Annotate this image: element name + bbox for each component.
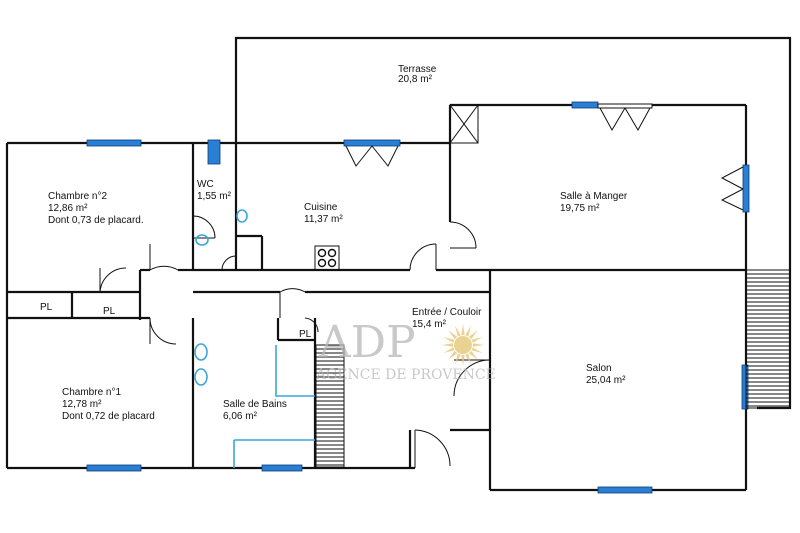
salle-manger-name: Salle à Manger [560, 191, 628, 202]
sun-ray [461, 324, 465, 336]
pl1-label: PL [40, 302, 53, 313]
sun-ray [468, 350, 478, 360]
pl2-label: PL [103, 306, 116, 317]
salon-area: 25,04 m² [586, 375, 626, 386]
cuisine-name: Cuisine [304, 202, 338, 213]
sun-ray [468, 330, 478, 340]
sun-ray [443, 347, 455, 353]
sun-ray [465, 353, 471, 365]
watermark-logo: ADP AGENCE DE PROVENCE [315, 317, 496, 383]
sun-icon [442, 324, 484, 366]
sun-ray [471, 347, 483, 353]
wc-name: WC [197, 179, 214, 190]
interior-walls [7, 143, 746, 468]
sun-ray [455, 353, 461, 365]
bathroom-fixtures [194, 209, 315, 468]
sun-ray [455, 325, 461, 337]
terrace-stairs-icon [745, 269, 791, 409]
cuisine-area: 11,37 m² [304, 214, 343, 225]
stove-icon [314, 245, 340, 271]
sun-core [454, 336, 472, 354]
sun-ray [448, 350, 458, 360]
exterior-walls [5, 103, 748, 492]
watermark-logo-text: ADP [318, 317, 416, 368]
pl3-label: PL [299, 329, 312, 340]
watermark-subtitle: AGENCE DE PROVENCE [315, 367, 496, 383]
salle-manger-area: 19,75 m² [560, 203, 600, 214]
salon-name: Salon [586, 363, 612, 374]
sun-ray [442, 343, 454, 347]
wc-area: 1,55 m² [197, 191, 232, 202]
sun-ray [443, 337, 455, 343]
room-labels: Terrasse 20,8 m² Chambre n°2 12,86 m² Do… [40, 64, 628, 422]
sun-ray [448, 330, 458, 340]
salle-bains-area: 6,06 m² [223, 411, 258, 422]
doors [99, 215, 491, 468]
windows [86, 139, 749, 494]
entree-area: 15,4 m² [412, 319, 447, 330]
chambre1-name: Chambre n°1 [62, 387, 121, 398]
chambre2-area: 12,86 m² [48, 203, 88, 214]
sun-ray [472, 343, 484, 347]
terrasse-area: 20,8 m² [398, 74, 433, 85]
entree-name: Entrée / Couloir [412, 307, 482, 318]
salle-bains-name: Salle de Bains [223, 399, 287, 410]
chambre1-area: 12,78 m² [62, 399, 102, 410]
french-doors [343, 101, 750, 213]
terrasse-name: Terrasse [398, 64, 437, 75]
sun-ray [461, 354, 465, 366]
sun-ray [465, 325, 471, 337]
chambre1-note: Dont 0,72 de placard [62, 411, 155, 422]
stairs-icon [315, 344, 345, 468]
duct-icon [449, 104, 479, 144]
sun-ray [471, 337, 483, 343]
chambre2-name: Chambre n°2 [48, 191, 107, 202]
chambre2-note: Dont 0,73 de placard. [48, 215, 144, 226]
